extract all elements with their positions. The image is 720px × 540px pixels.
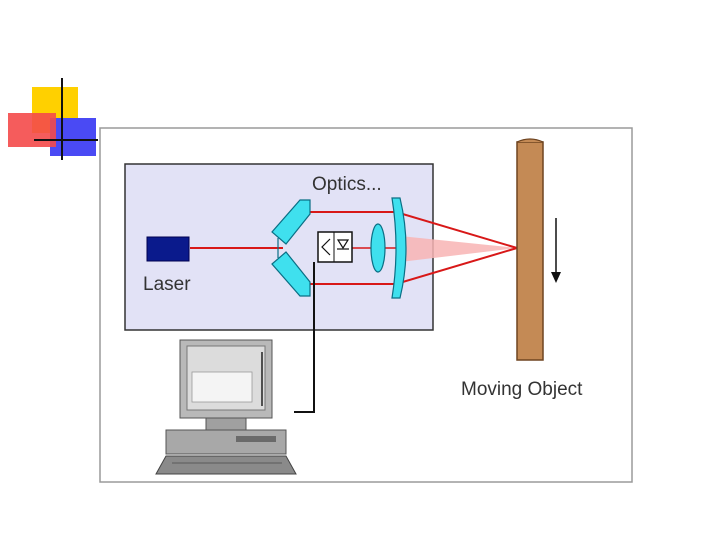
motion-arrow-down-icon	[551, 272, 561, 283]
moving-object-icon	[516, 141, 544, 361]
monitor-stand	[205, 417, 247, 431]
detector-icon	[317, 231, 353, 263]
prism-lower-icon	[271, 251, 311, 297]
detector-triangle-icon	[321, 238, 331, 256]
large-lens-icon	[391, 197, 407, 299]
small-lens-icon	[370, 223, 386, 273]
keyboard-icon	[155, 455, 297, 475]
prism-upper-icon	[271, 199, 311, 245]
disk-drive	[236, 436, 276, 442]
laser-label: Laser	[143, 274, 191, 295]
return-beam-cone	[400, 236, 517, 262]
laser-icon	[146, 236, 190, 262]
moving-object-top	[516, 138, 544, 143]
moving-object-label: Moving Object	[461, 379, 583, 400]
optics-label: Optics...	[312, 174, 382, 195]
deco-blue-square	[50, 118, 96, 156]
signal-cable	[294, 262, 315, 413]
monitor-window	[191, 371, 253, 403]
photodiode-icon	[336, 239, 350, 250]
deco-red-square	[8, 113, 56, 147]
computer-icon	[155, 339, 297, 475]
